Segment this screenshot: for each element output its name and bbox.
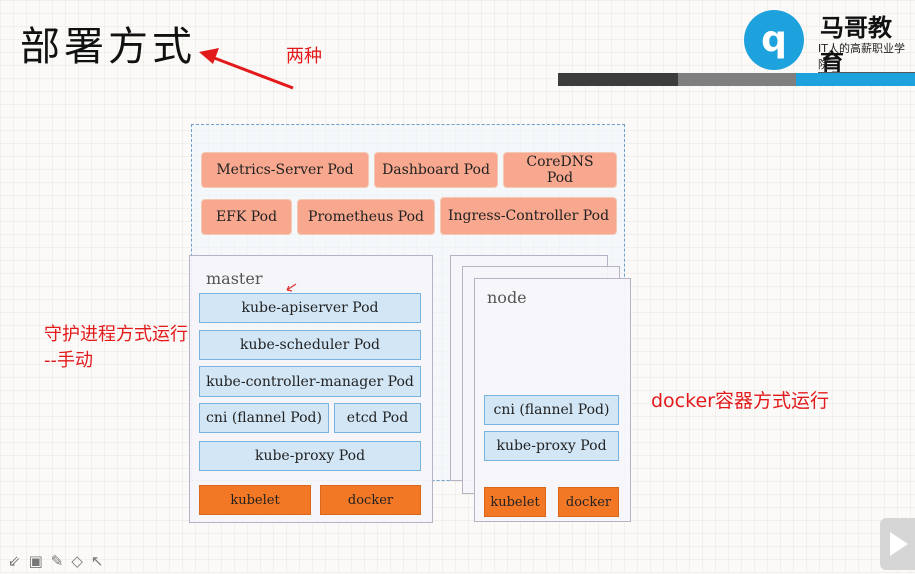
annotation-top: 两种 bbox=[286, 46, 322, 67]
node-component: kube-proxy Pod bbox=[484, 431, 619, 461]
addon-pod: CoreDNS Pod bbox=[503, 152, 617, 188]
presentation-toolbar: ⇙▣✎◇↖ bbox=[8, 552, 111, 570]
master-component: kube-scheduler Pod bbox=[199, 330, 421, 360]
addon-pod: Prometheus Pod bbox=[297, 199, 435, 235]
annotation-left-line1: 守护进程方式运行 bbox=[44, 324, 188, 345]
master-label: master bbox=[206, 269, 263, 288]
play-icon bbox=[890, 532, 908, 556]
node-runtime: docker bbox=[558, 487, 619, 517]
annotation-left-line2: --手动 bbox=[44, 350, 93, 371]
cursor-mark-icon bbox=[286, 283, 297, 292]
logo-name: 马哥教育 bbox=[820, 14, 892, 77]
play-button[interactable] bbox=[880, 518, 915, 570]
header-bar-blue bbox=[796, 73, 915, 86]
master-component: kube-controller-manager Pod bbox=[199, 366, 421, 397]
addon-pod: Ingress-Controller Pod bbox=[440, 197, 617, 235]
master-component: cni (flannel Pod) bbox=[199, 403, 329, 433]
slide-title: 部署方式 bbox=[20, 24, 196, 70]
master-runtime: kubelet bbox=[199, 485, 311, 515]
annotation-arrow-icon bbox=[199, 48, 294, 90]
logo-tagline: IT人的高薪职业学院 bbox=[818, 40, 915, 73]
logo-icon: q bbox=[744, 10, 804, 70]
screen-icon[interactable]: ▣ bbox=[28, 552, 51, 570]
annotation-right: docker容器方式运行 bbox=[651, 390, 829, 412]
pen-icon[interactable]: ✎ bbox=[50, 552, 72, 570]
addon-pod: EFK Pod bbox=[201, 199, 292, 235]
master-component: kube-apiserver Pod bbox=[199, 293, 421, 323]
arrow-icon[interactable]: ⇙ bbox=[8, 552, 29, 570]
eraser-icon[interactable]: ◇ bbox=[71, 552, 91, 570]
node-label: node bbox=[487, 288, 527, 307]
addon-pod: Metrics-Server Pod bbox=[201, 152, 369, 188]
master-runtime: docker bbox=[320, 485, 421, 515]
node-component: cni (flannel Pod) bbox=[484, 395, 619, 425]
master-component: kube-proxy Pod bbox=[199, 441, 421, 471]
header-bar-dark bbox=[558, 73, 678, 86]
master-component: etcd Pod bbox=[334, 403, 421, 433]
node-runtime: kubelet bbox=[484, 487, 546, 517]
addon-pod: Dashboard Pod bbox=[374, 152, 498, 188]
pointer-icon[interactable]: ↖ bbox=[90, 552, 112, 570]
header-bar-gray bbox=[678, 73, 796, 86]
annotation-left: 守护进程方式运行 --手动 bbox=[44, 322, 188, 374]
